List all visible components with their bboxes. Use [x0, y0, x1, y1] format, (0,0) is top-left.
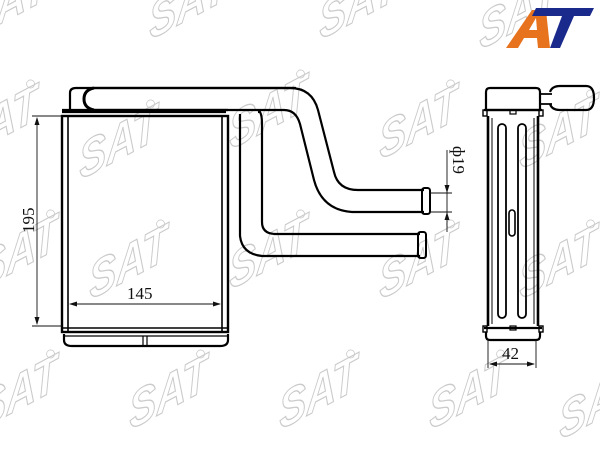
side-view: [482, 84, 596, 342]
logo-letter-t: [532, 8, 594, 48]
dimension-depth: [487, 340, 537, 368]
dimension-height-label: 195: [19, 208, 38, 234]
front-view: [60, 86, 296, 348]
dimension-pipe-diameter: [430, 150, 452, 232]
dimension-height: [32, 115, 62, 327]
dimension-width: [69, 301, 221, 307]
dimension-pipe-diameter-label: ф19: [449, 146, 468, 174]
dimension-depth-label: 42: [502, 344, 519, 363]
at-logo: [506, 8, 594, 48]
logo-letter-a: [506, 10, 550, 48]
inlet-outlet-pipes: [94, 86, 431, 259]
dimension-width-label: 145: [127, 284, 153, 303]
